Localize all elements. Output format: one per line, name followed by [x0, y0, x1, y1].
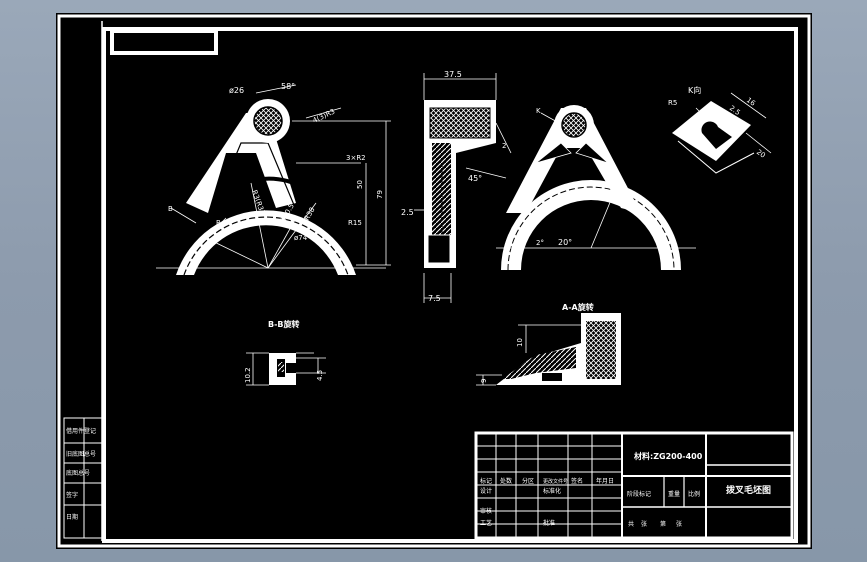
label-b-right: B	[216, 219, 221, 227]
side-label-2: 旧底图总号	[66, 450, 96, 458]
side-label-1: 借用件登记	[66, 427, 96, 435]
label-dim-2: 2	[502, 142, 506, 150]
bb-label-4-5: 4.5	[316, 370, 324, 381]
cad-drawing-viewport[interactable]: 借用件登记 旧底图总号 底图总号 签字 日期 ø26 58° 4(3)R3 3×…	[56, 13, 812, 549]
rear-view-dimensions	[496, 112, 696, 249]
aa-label-9: 9	[480, 379, 488, 383]
outer-frame	[57, 14, 811, 548]
label-r-rad: R3(R3)	[250, 189, 266, 215]
weight-label: 重量	[668, 490, 680, 498]
side-label-4: 签字	[66, 491, 78, 499]
top-left-code-box	[110, 29, 218, 55]
aa-dimensions	[476, 324, 581, 386]
label-angle-58: 58°	[281, 82, 295, 91]
sheet-label: 第	[660, 520, 666, 528]
material-label: 材料:ZG200-400	[634, 451, 703, 461]
label-b-left: B	[168, 205, 173, 213]
label-dim-2-5: 2.5	[401, 208, 414, 217]
bb-title: B-B旋转	[268, 319, 300, 329]
bb-dimensions	[246, 352, 326, 386]
side-view-dimensions	[414, 73, 512, 303]
tb-design: 设计	[480, 487, 492, 495]
aa-label-10: 10	[516, 338, 524, 347]
share-label: 共	[628, 520, 634, 528]
label-dim-45: 45°	[468, 174, 482, 183]
stage-mark-label: 阶段标记	[627, 490, 651, 498]
label-k-16: 16	[745, 96, 757, 108]
inner-frame	[102, 27, 798, 543]
section-aa	[496, 313, 621, 385]
title-block-grid	[475, 432, 623, 539]
zhang-label-1: 张	[641, 520, 647, 528]
label-angle-20: 20°	[558, 238, 572, 247]
side-label-5: 日期	[66, 513, 78, 521]
drawing-sheet: 借用件登记 旧底图总号 底图总号 签字 日期 ø26 58° 4(3)R3 3×…	[57, 14, 811, 548]
label-dim-50: 50	[356, 180, 364, 189]
tb-header-2: 处数	[500, 477, 512, 485]
label-k-left: K	[536, 107, 541, 115]
label-dia-26: ø26	[229, 86, 244, 95]
label-r-38: R38	[303, 206, 317, 222]
k-view-detail	[672, 101, 755, 174]
label-dim-79: 79	[376, 190, 384, 199]
drawing-name: 拨叉毛坯图	[726, 484, 771, 496]
side-view-section	[424, 100, 496, 268]
aa-title: A-A旋转	[562, 302, 594, 312]
rear-view-fork	[501, 105, 681, 271]
side-registration-strip	[63, 417, 103, 539]
label-r-74: ø74	[294, 234, 308, 242]
side-label-3: 底图总号	[66, 469, 90, 477]
tb-review: 审核	[480, 507, 492, 515]
section-bb	[269, 353, 296, 385]
tb-header-6: 年月日	[596, 477, 614, 485]
front-view-dimensions	[156, 84, 391, 269]
label-k-view: K向	[688, 85, 701, 95]
tb-approve: 批准	[543, 519, 555, 527]
label-k-20: 20	[755, 148, 767, 160]
label-dim-37-5: 37.5	[444, 70, 462, 79]
zhang-label-2: 张	[676, 520, 682, 528]
front-view-fork	[176, 99, 356, 276]
label-3xr2: 3×R2	[346, 154, 366, 162]
label-r-x4: 4(3)R3	[311, 108, 336, 125]
scale-label: 比例	[688, 490, 700, 498]
tb-header-1: 标记	[480, 477, 492, 485]
tb-process: 工艺	[480, 519, 492, 527]
tb-header-5: 签名	[571, 477, 583, 485]
k-view-dimensions	[695, 92, 772, 154]
tb-header-3: 分区	[522, 477, 534, 485]
label-r-15: R15	[348, 219, 362, 227]
bb-label-10-2: 10.2	[244, 367, 252, 383]
label-angle-2: 2°	[536, 239, 544, 247]
label-dim-7-5: 7.5	[428, 294, 441, 303]
tb-header-4: 更改文件号	[543, 478, 568, 485]
label-r5: R5	[668, 99, 677, 107]
tb-standard: 标准化	[543, 487, 561, 495]
